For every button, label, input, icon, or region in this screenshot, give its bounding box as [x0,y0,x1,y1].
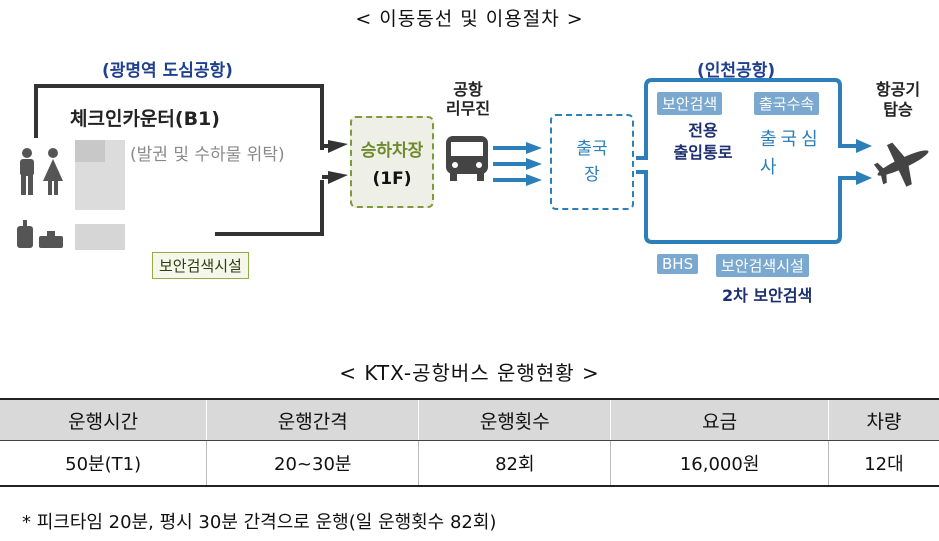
diagram-title: < 이동동선 및 이용절차 > [355,8,584,30]
table-cell: 16,000원 [610,440,829,487]
ktx-bus-table: 운행시간 운행간격 운행횟수 요금 차량 50분(T1) 20~30분 82회 … [0,398,939,487]
limousine-label: 공항 리무진 [445,80,491,118]
departure-exam-label: 출국심 사 [760,129,822,178]
boarding-zone-label: 승하차장 [360,140,424,161]
arrow-into-boarding-top [328,140,348,153]
table-cell: 20~30분 [206,440,420,487]
passengers-icon [20,148,63,195]
security-block [75,224,125,250]
board-plane-label: 항공기 탑승 [875,80,921,119]
footnote: * 피크타임 20분, 평시 30분 간격으로 운행(일 운행횟수 82회) [22,512,497,533]
luggage-icon [17,220,63,248]
header-cell: 운행간격 [206,398,420,441]
table-title: < KTX-공항버스 운행현황 > [339,361,600,385]
table-header-row: 운행시간 운행간격 운행횟수 요금 차량 [0,398,939,441]
departure-procedure-tag: 출국수속 [754,92,820,115]
header-cell: 운행횟수 [418,398,612,441]
right-header: (인천공항) [697,61,776,81]
table-cell: 82회 [418,440,612,487]
flow-lines [34,78,872,244]
left-header: (광명역 도심공항) [102,61,233,81]
arrow-into-boarding-bottom [328,171,348,184]
checkin-sub-label: (발권 및 수하물 위탁) [130,145,285,165]
counter-block-shade [75,140,105,162]
airplane-icon [873,142,929,187]
table-cell: 12대 [827,440,939,487]
bhs-tag: BHS [657,254,699,274]
bus-icon [446,136,488,181]
security-facility-blue-tag: 보안검색시설 [716,254,809,277]
table-row: 50분(T1) 20~30분 82회 16,000원 12대 [0,440,939,487]
boarding-zone-box: 승하차장 (1F) [350,116,434,208]
departure-gate-line2: 장 [584,165,600,185]
departure-gate-line1: 출국 [576,139,608,159]
security-facility-tag: 보안검색시설 [152,252,249,279]
header-cell: 차량 [827,398,939,441]
header-cell: 운행시간 [0,398,208,441]
checkin-counter-label: 체크인카운터(B1) [70,108,220,130]
security-check-tag: 보안검색 [657,92,723,115]
table-cell: 50분(T1) [0,440,208,487]
second-security-label: 2차 보안검색 [722,286,813,305]
boarding-zone-floor: (1F) [372,168,412,189]
exclusive-lane-label: 전용 출입통로 [673,121,733,162]
header-cell: 요금 [610,398,829,441]
